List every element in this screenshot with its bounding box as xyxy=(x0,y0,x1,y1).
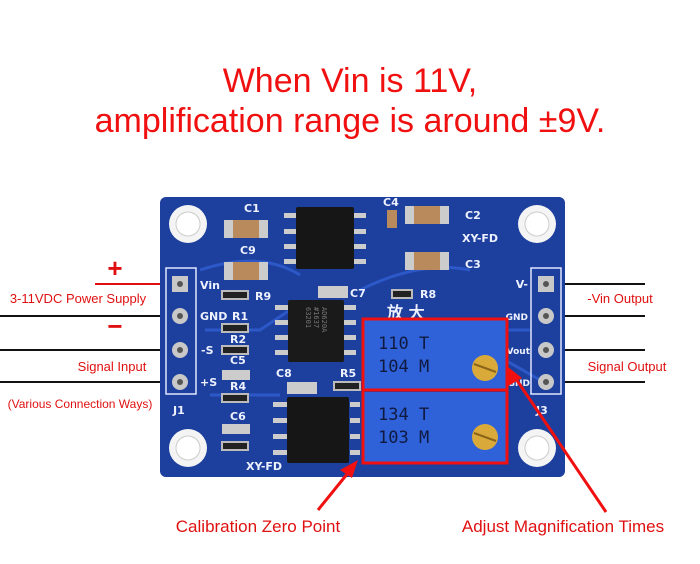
pcb-board: Vin GND -S +S J1 V- GND Vout GND J3 xyxy=(160,196,565,477)
silk-r4: R4 xyxy=(230,380,246,393)
silk-brand-top: XY-FD xyxy=(462,232,498,245)
magnification-label: Adjust Magnification Times xyxy=(462,517,664,536)
zero-potentiometer[interactable]: 134 T 103 M xyxy=(364,392,506,462)
calibration-arrow xyxy=(316,460,358,511)
silk-brand-bottom: XY-FD xyxy=(246,460,282,473)
j1-header: Vin GND -S +S J1 xyxy=(165,267,227,417)
gain-potentiometer[interactable]: 110 T 104 M xyxy=(364,320,506,390)
headline-line1: When Vin is 11V, xyxy=(223,62,478,100)
ic-bottom xyxy=(273,397,360,463)
j1-pin-vin: Vin xyxy=(200,279,220,292)
pot-gain-line1: 110 T xyxy=(378,334,429,354)
j3-pin-v-minus: V- xyxy=(516,278,528,291)
silk-c7: C7 xyxy=(350,287,366,300)
chip-marking-3: 63201 xyxy=(304,307,312,328)
calibration-label: Calibration Zero Point xyxy=(176,517,341,536)
silk-r9: R9 xyxy=(255,290,271,303)
connection-note: (Various Connection Ways) xyxy=(8,397,153,411)
pot-zero-line1: 134 T xyxy=(378,405,429,425)
pot-zero-line2: 103 M xyxy=(378,428,429,448)
j1-pin-gnd: GND xyxy=(200,310,227,323)
chip-marking-2: #1637 xyxy=(312,307,320,328)
silk-c2: C2 xyxy=(465,209,481,222)
pot-gain-line2: 104 M xyxy=(378,357,429,377)
resistors xyxy=(221,289,413,451)
ic-ad620: AD620A #1637 63201 xyxy=(275,300,356,362)
silk-r1: R1 xyxy=(232,310,248,323)
mounting-holes xyxy=(169,205,556,467)
headline-line2: amplification range is around ±9V. xyxy=(95,102,606,140)
j1-pin-plus-s: +S xyxy=(200,376,217,389)
chip-marking-1: AD620A xyxy=(320,307,328,333)
signal-output-label: Signal Output xyxy=(588,359,667,374)
j1-name: J1 xyxy=(172,404,185,417)
silk-c6: C6 xyxy=(230,410,246,423)
silk-r5: R5 xyxy=(340,367,356,380)
silk-c9: C9 xyxy=(240,244,256,257)
j3-pin-vout: Vout xyxy=(507,347,531,357)
j1-pin-minus-s: -S xyxy=(201,344,214,357)
silk-c4: C4 xyxy=(383,196,399,209)
silk-c1: C1 xyxy=(244,202,260,215)
silk-r2: R2 xyxy=(230,333,246,346)
silk-r8: R8 xyxy=(420,288,436,301)
ic-top xyxy=(284,207,366,269)
silk-amp-cn: 放 大 xyxy=(386,303,425,322)
silk-c5: C5 xyxy=(230,354,246,367)
silk-c3: C3 xyxy=(465,258,481,271)
magnification-arrow xyxy=(508,367,608,513)
j3-pin-gnd: GND xyxy=(506,313,528,323)
potentiometer-highlight xyxy=(361,317,509,465)
vin-output-label: -Vin Output xyxy=(587,291,653,306)
minus-sign: − xyxy=(107,311,122,341)
power-supply-label: 3-11VDC Power Supply xyxy=(10,291,147,306)
silk-c8: C8 xyxy=(276,367,292,380)
signal-input-label: Signal Input xyxy=(78,359,147,374)
capacitors xyxy=(222,206,449,434)
plus-sign: + xyxy=(107,253,122,283)
